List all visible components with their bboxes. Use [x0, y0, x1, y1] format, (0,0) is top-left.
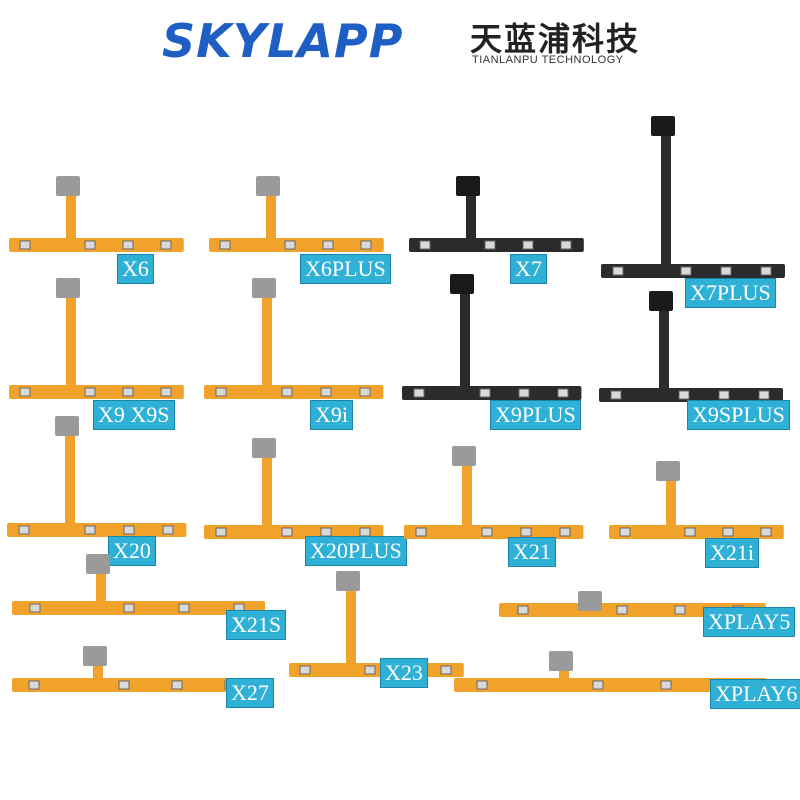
product-tile: X20: [3, 410, 198, 566]
product-tile: X21S: [8, 548, 287, 643]
product-label: X7: [510, 254, 547, 284]
product-tile: X27: [8, 640, 274, 720]
product-label: X9PLUS: [490, 400, 581, 430]
brand-logo: SKYLAPP: [162, 14, 404, 68]
flex-cable-image: [204, 438, 384, 539]
flex-cable-image: [609, 461, 784, 539]
product-tile: XPLAY5: [495, 585, 796, 645]
flex-cable-image: [209, 176, 384, 252]
product-tile: X9 X9S: [5, 272, 195, 430]
product-tile: X7PLUS: [597, 110, 797, 308]
brand-chinese-name: 天蓝浦科技: [470, 20, 641, 58]
product-label: X9 X9S: [93, 400, 175, 430]
flex-cable-image: [599, 291, 783, 402]
product-label: X6: [117, 254, 154, 284]
flex-cable-image: [402, 274, 582, 400]
product-tile: X23: [285, 565, 475, 705]
flex-cable-image: [204, 278, 384, 399]
product-tile: X9PLUS: [398, 268, 593, 430]
product-label: X20: [108, 536, 156, 566]
product-label: X21i: [705, 538, 759, 568]
product-tile: X9i: [200, 272, 395, 430]
product-label: X23: [380, 658, 428, 688]
product-label: XPLAY6: [710, 679, 800, 709]
product-tile: X7: [405, 170, 595, 284]
product-tile: X6PLUS: [205, 170, 395, 284]
product-label: X7PLUS: [685, 278, 776, 308]
product-label: X21S: [226, 610, 287, 640]
flex-cable-image: [404, 446, 584, 539]
flex-cable-image: [9, 176, 184, 252]
product-tile: XPLAY6: [450, 645, 800, 720]
product-label: XPLAY5: [703, 607, 796, 637]
product-label: X21: [508, 537, 556, 567]
product-label: X9i: [310, 400, 353, 430]
product-tile: X21i: [605, 455, 795, 568]
product-tile: X6: [5, 170, 195, 284]
brand-english-subtitle: TIANLANPU TECHNOLOGY: [472, 54, 624, 66]
product-tile: X9SPLUS: [595, 285, 795, 430]
flex-cable-image: [454, 651, 767, 692]
product-label: X27: [226, 678, 274, 708]
product-tile: X20PLUS: [200, 432, 407, 567]
product-label: X6PLUS: [300, 254, 391, 284]
flex-cable-image: [601, 116, 785, 278]
product-label: X9SPLUS: [687, 400, 790, 430]
brand-header: SKYLAPP 天蓝浦科技 TIANLANPU TECHNOLOGY: [0, 0, 800, 80]
flex-cable-image: [9, 278, 184, 399]
flex-cable-image: [12, 554, 265, 615]
product-label: X20PLUS: [305, 536, 407, 566]
flex-cable-image: [409, 176, 584, 252]
flex-cable-image: [7, 416, 187, 537]
product-tile: X21: [400, 440, 595, 567]
